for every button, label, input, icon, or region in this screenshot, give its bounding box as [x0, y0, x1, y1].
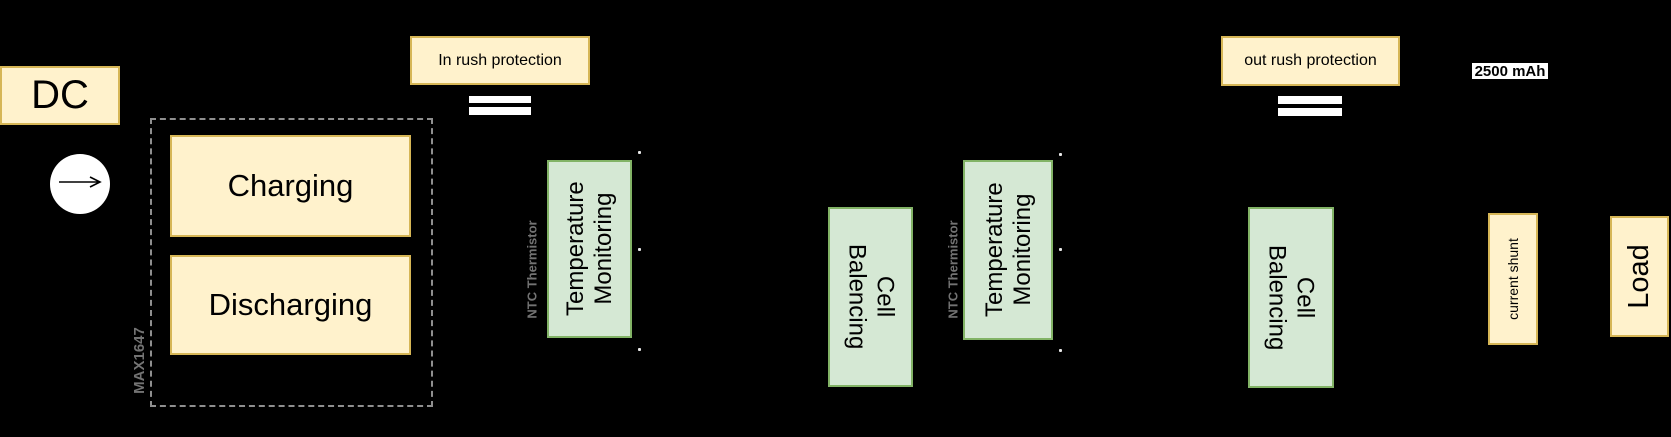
in-rush-protection-node[interactable]: In rush protection: [410, 36, 590, 85]
connection-point[interactable]: [1059, 349, 1062, 352]
current-shunt-label: current shunt: [1505, 238, 1521, 320]
temperature-monitoring-1-node[interactable]: Temperature Monitoring: [547, 160, 632, 338]
connection-point[interactable]: [1059, 248, 1062, 251]
current-shunt-node[interactable]: current shunt: [1488, 213, 1538, 345]
charger-chip-label: MAX1647: [130, 326, 148, 394]
temperature-monitoring-2-label: Temperature Monitoring: [980, 182, 1036, 318]
fuse-bar-icon: [1278, 96, 1342, 104]
charger-chip-label-wrap: MAX1647: [117, 316, 161, 404]
charging-label: Charging: [227, 168, 354, 203]
in-rush-protection-label: In rush protection: [438, 51, 562, 69]
out-rush-protection-node[interactable]: out rush protection: [1221, 36, 1400, 86]
connection-point[interactable]: [638, 151, 641, 154]
right-arrow-icon: [57, 175, 103, 194]
fuse-bar-icon: [469, 107, 531, 115]
charging-node[interactable]: Charging: [170, 135, 411, 237]
ntc-thermistor-2-label: NTC Thermistor: [945, 219, 961, 319]
cell-balancing-1-label: Cell Balencing: [843, 244, 899, 350]
flow-indicator-node[interactable]: [50, 154, 110, 214]
dc-source-label: DC: [31, 73, 89, 117]
dc-source-node[interactable]: DC: [0, 66, 120, 125]
temperature-monitoring-2-node[interactable]: Temperature Monitoring: [963, 160, 1053, 340]
discharging-node[interactable]: Discharging: [170, 255, 411, 355]
cell-balancing-2-node[interactable]: Cell Balencing: [1248, 207, 1334, 388]
cell-balancing-2-label: Cell Balencing: [1264, 244, 1319, 351]
load-node[interactable]: Load: [1610, 216, 1669, 337]
fuse-bar-icon: [469, 96, 531, 103]
ntc-thermistor-1-label: NTC Thermistor: [524, 219, 540, 319]
connection-point[interactable]: [1059, 153, 1062, 156]
temperature-monitoring-1-label: Temperature Monitoring: [561, 181, 617, 317]
battery-capacity-badge: 2500 mAh: [1472, 62, 1548, 80]
load-label: Load: [1623, 244, 1656, 309]
battery-capacity-label: 2500 mAh: [1474, 62, 1546, 80]
cell-balancing-1-node[interactable]: Cell Balencing: [828, 207, 913, 387]
ntc-thermistor-1-wrap: NTC Thermistor: [512, 202, 552, 336]
discharging-label: Discharging: [208, 287, 373, 322]
connection-point[interactable]: [638, 248, 641, 251]
out-rush-protection-label: out rush protection: [1244, 52, 1377, 69]
connection-point[interactable]: [638, 348, 641, 351]
charger-group-container[interactable]: [150, 118, 433, 407]
fuse-bar-icon: [1278, 108, 1342, 116]
